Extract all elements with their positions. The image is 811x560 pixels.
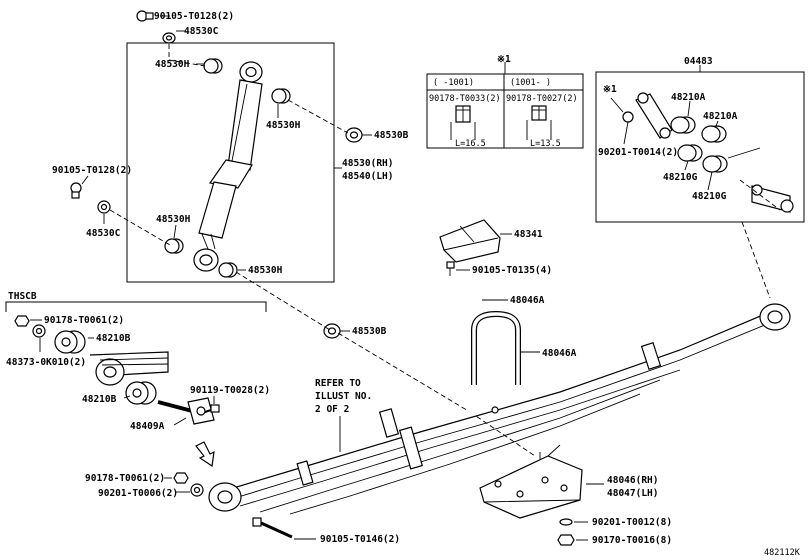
seat-washer-icon[interactable] — [559, 518, 573, 526]
bolt-top-icon[interactable] — [136, 10, 154, 22]
front-bolt-icon[interactable] — [252, 517, 293, 539]
front-washer-icon[interactable] — [190, 483, 204, 497]
bumper-icon[interactable] — [439, 219, 501, 263]
label-th-bush1: 48210B — [96, 333, 131, 344]
label-kit-bush-a2: 48210A — [703, 111, 738, 122]
label-col2-len: L=13.5 — [530, 139, 561, 149]
label-seat-nut: 90170-T0016(8) — [592, 535, 672, 546]
kit-bolt-icon[interactable] — [727, 147, 761, 159]
ubolt2-icon[interactable] — [471, 310, 521, 385]
label-th-bolt: 90119-T0028(2) — [190, 385, 270, 396]
label-seat-rh: 48046(RH) — [607, 475, 658, 486]
shock-group-box — [126, 42, 335, 283]
label-bumper-bolt: 90105-T0135(4) — [472, 265, 552, 276]
direction-arrow-icon — [195, 441, 215, 468]
label-bush-h4: 48530H — [248, 265, 283, 276]
label-washer-b1: 48530B — [374, 130, 409, 141]
diagram-id: 482112K — [764, 548, 801, 558]
label-col1-head: ( -1001) — [433, 78, 474, 88]
label-refer-2: ILLUST NO. — [315, 391, 372, 402]
washer-b2-icon[interactable] — [323, 323, 341, 339]
kit-bush-g2-icon[interactable] — [702, 155, 728, 173]
bush-h3-icon[interactable] — [164, 238, 184, 254]
label-front-nut: 90178-T0061(2) — [85, 473, 165, 484]
label-washer-top: 48530C — [184, 26, 219, 37]
label-seat-washer: 90201-T0012(8) — [592, 517, 672, 528]
kit-washer-icon[interactable] — [622, 111, 634, 123]
label-kit-bush-g2: 48210G — [692, 191, 727, 202]
label-kit-mark: ※1 — [603, 84, 617, 95]
label-shock-lh: 48540(LH) — [342, 171, 393, 182]
label-bumper: 48341 — [514, 229, 543, 240]
kit-bush-a2-icon[interactable] — [701, 125, 727, 143]
label-washer-left: 48530C — [86, 228, 121, 239]
label-ubolt2: 48046A — [542, 348, 577, 359]
washer-top-icon[interactable] — [162, 32, 176, 44]
label-thscb: THSCB — [8, 291, 37, 302]
label-kit-bush-g1: 48210G — [663, 172, 698, 183]
label-front-washer: 90201-T0006(2) — [98, 488, 178, 499]
label-shackle: 48409A — [130, 421, 165, 432]
label-col1-len: L=16.5 — [455, 139, 486, 149]
th-spring-eye-icon[interactable] — [89, 351, 169, 386]
bush-h2-icon[interactable] — [271, 88, 291, 104]
label-bush-h3: 48530H — [156, 214, 191, 225]
kit-plate2-icon[interactable] — [751, 184, 794, 213]
label-th-bush2: 48210B — [82, 394, 117, 405]
label-shock-rh: 48530(RH) — [342, 158, 393, 169]
label-th-washer: 48373-0K010(2) — [6, 357, 86, 368]
label-bolt-top: 90105-T0128(2) — [154, 11, 234, 22]
seat-nut-icon[interactable] — [557, 534, 575, 546]
leaf-spring[interactable] — [208, 303, 791, 515]
th-washer-icon[interactable] — [32, 324, 46, 338]
front-nut-icon[interactable] — [173, 472, 189, 484]
label-washer-b2: 48530B — [352, 326, 387, 337]
label-seat-lh: 48047(LH) — [607, 488, 658, 499]
label-col2-head: (1001- ) — [510, 78, 551, 88]
washer-left-icon[interactable] — [97, 200, 111, 214]
kit-bush-g1-icon[interactable] — [677, 144, 703, 162]
th-nut-icon[interactable] — [14, 315, 30, 327]
note-table — [426, 62, 584, 149]
th-bush2-icon[interactable] — [125, 381, 157, 405]
bolt-left-icon[interactable] — [70, 182, 82, 199]
label-bolt-left: 90105-T0128(2) — [52, 165, 132, 176]
label-kit-bush-a1: 48210A — [671, 92, 706, 103]
label-bush-h2: 48530H — [266, 120, 301, 131]
th-bush1-icon[interactable] — [54, 330, 86, 354]
label-refer-3: 2 OF 2 — [315, 404, 349, 415]
shock-absorber[interactable] — [193, 61, 263, 272]
label-note-mark: ※1 — [497, 54, 511, 65]
bush-h1-icon[interactable] — [203, 58, 223, 74]
label-refer-1: REFER TO — [315, 378, 361, 389]
thscb-box — [5, 301, 267, 312]
label-col2-part: 90178-T0027(2) — [506, 94, 578, 104]
label-front-bolt: 90105-T0146(2) — [320, 534, 400, 545]
label-kit-nut: 90201-T0014(2) — [598, 147, 678, 158]
label-kit-no: 04483 — [684, 56, 713, 67]
th-shackle-bolt-icon[interactable] — [157, 397, 215, 425]
kit-bush-a1-icon[interactable] — [670, 116, 696, 134]
label-th-nut: 90178-T0061(2) — [44, 315, 124, 326]
label-ubolt1: 48046A — [510, 295, 545, 306]
washer-b1-icon[interactable] — [345, 127, 363, 143]
th-bolt-icon[interactable] — [204, 404, 220, 413]
bumper-bolt-icon[interactable] — [446, 261, 455, 276]
label-bush-h1: 48530H — [155, 59, 190, 70]
label-col1-part: 90178-T0033(2) — [429, 94, 501, 104]
bush-h4-icon[interactable] — [218, 262, 238, 278]
spring-seat-icon[interactable] — [479, 444, 583, 519]
kit-shackle-plate-icon[interactable] — [635, 92, 673, 139]
